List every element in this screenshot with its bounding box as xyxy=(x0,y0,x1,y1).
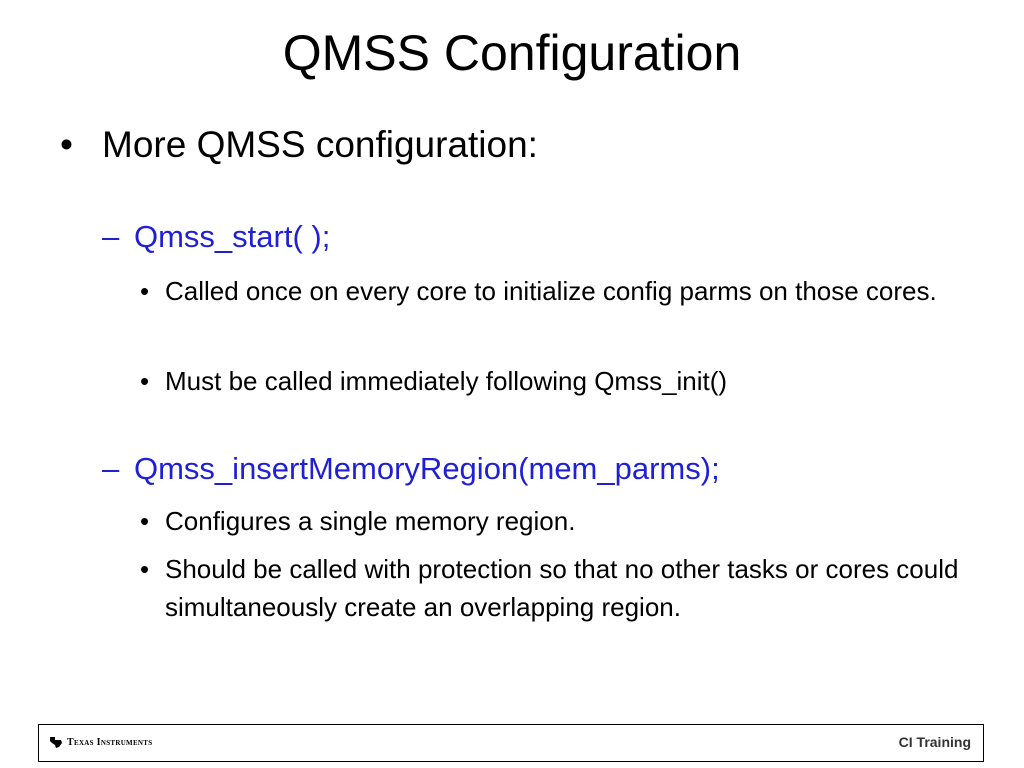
bullet-dot: • xyxy=(140,366,150,396)
texas-state-icon xyxy=(50,737,62,748)
dash-marker: – xyxy=(102,451,120,486)
dash-marker: – xyxy=(102,219,120,254)
section-heading: –Qmss_insertMemoryRegion(mem_parms); xyxy=(102,450,720,488)
section-heading-text: Qmss_start( ); xyxy=(134,219,331,254)
sub-bullet-text: Configures a single memory region. xyxy=(165,506,576,536)
bullet-dot: • xyxy=(60,124,73,165)
company-logo: Texas Instruments xyxy=(49,735,152,749)
bullet-dot: • xyxy=(140,276,150,306)
main-bullet: • More QMSS configuration: xyxy=(60,122,538,168)
footer-bar: Texas Instruments CI Training xyxy=(38,724,984,762)
main-bullet-text: More QMSS configuration: xyxy=(102,124,538,165)
sub-bullet-text: Must be called immediately following Qms… xyxy=(165,366,728,396)
company-name: Texas Instruments xyxy=(67,736,153,748)
sub-bullet: • Should be called with protection so th… xyxy=(140,550,970,626)
sub-bullet: • Called once on every core to initializ… xyxy=(140,272,970,310)
section-heading: –Qmss_start( ); xyxy=(102,218,330,256)
bullet-dot: • xyxy=(140,554,150,584)
footer-label: CI Training xyxy=(898,734,971,750)
section-heading-text: Qmss_insertMemoryRegion(mem_parms); xyxy=(134,451,720,486)
sub-bullet-text: Should be called with protection so that… xyxy=(165,554,959,622)
slide-title: QMSS Configuration xyxy=(282,25,742,81)
sub-bullet: • Must be called immediately following Q… xyxy=(140,362,970,400)
sub-bullet-text: Called once on every core to initialize … xyxy=(165,276,937,306)
bullet-dot: • xyxy=(140,506,150,536)
sub-bullet: • Configures a single memory region. xyxy=(140,502,970,540)
